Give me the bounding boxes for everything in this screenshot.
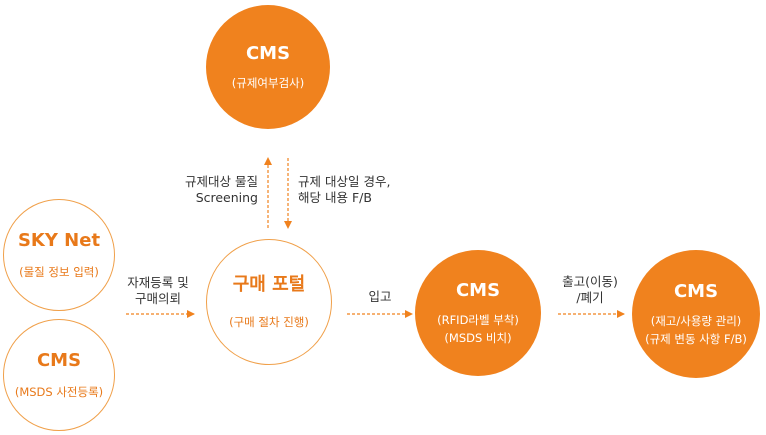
node-title: CMS: [36, 350, 82, 371]
node-subtitle: (MSDS 사전등록): [14, 385, 104, 399]
node-skynet: SKY Net (물질 정보 입력): [3, 199, 115, 311]
node-title: CMS: [673, 281, 719, 302]
edge-label-screening: 규제대상 물질 Screening: [185, 174, 258, 205]
node-subtitle-2: (MSDS 비치): [444, 331, 512, 345]
node-subtitle: (RFID라벨 부착): [437, 313, 519, 327]
edge-label-register: 자재등록 및 구매의뢰: [127, 275, 189, 306]
node-title: 구매 포털: [232, 274, 306, 295]
node-title: CMS: [455, 280, 501, 301]
node-subtitle: (물질 정보 입력): [19, 265, 99, 279]
edge-label-ship: 출고(이동) /폐기: [562, 274, 618, 305]
node-title: SKY Net: [17, 230, 101, 251]
node-subtitle-2: (규제 변동 사항 F/B): [645, 332, 747, 346]
node-cms-mid: CMS (RFID라벨 부착) (MSDS 비치): [415, 250, 541, 376]
node-cms-right: CMS (재고/사용량 관리) (규제 변동 사항 F/B): [632, 250, 760, 378]
node-purchase-portal: 구매 포털 (구매 절차 진행): [206, 239, 332, 365]
node-subtitle: (규제여부검사): [231, 76, 305, 90]
edge-label-receive: 입고: [368, 289, 392, 304]
node-cms-left: CMS (MSDS 사전등록): [3, 319, 115, 431]
node-cms-top: CMS (규제여부검사): [206, 5, 330, 129]
node-title: CMS: [245, 43, 291, 64]
node-subtitle: (재고/사용량 관리): [650, 314, 742, 328]
edge-label-feedback: 규제 대상일 경우, 해당 내용 F/B: [298, 174, 391, 205]
node-subtitle: (구매 절차 진행): [229, 315, 309, 329]
